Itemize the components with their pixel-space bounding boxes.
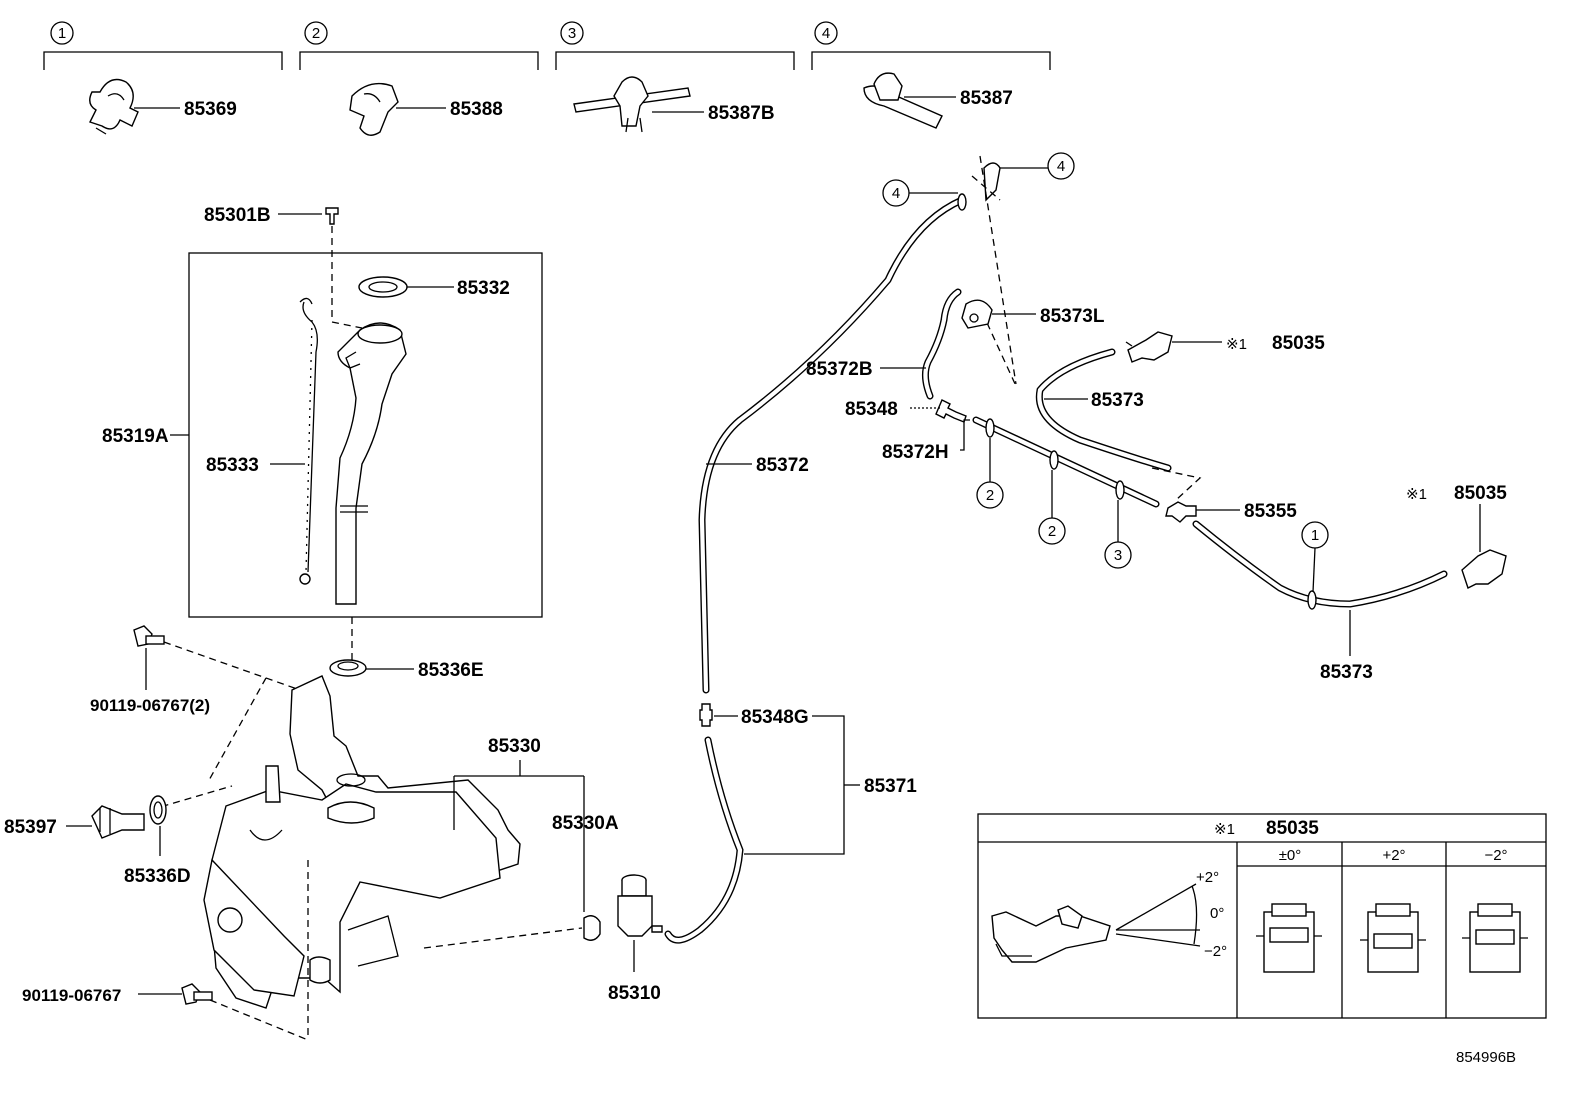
callout-2-a: 2 <box>986 487 994 504</box>
label-85372B: 85372B <box>806 359 873 380</box>
washer-tank-85330: 85330 <box>203 675 584 1009</box>
callout-3: 3 <box>1114 547 1122 564</box>
label-85319A: 85319A <box>102 426 169 447</box>
label-85355: 85355 <box>1244 501 1297 522</box>
bolt-90119-06767: 90119-06767 <box>22 860 309 1041</box>
nozzle-85035-top: ※1 85035 <box>1125 331 1325 363</box>
label-85373-bottom: 85373 <box>1320 662 1373 683</box>
clip-group-4-part: 85387 <box>960 88 1013 109</box>
nozzle-85035-right: ※1 85035 <box>1406 483 1507 589</box>
inset-header-plus2: +2° <box>1382 847 1405 864</box>
nozzle-front-0-icon <box>1256 903 1322 973</box>
label-85035-top: 85035 <box>1272 333 1325 354</box>
callout-4-right: 4 <box>1057 158 1065 175</box>
joint-85355: 85355 <box>1165 501 1297 523</box>
label-85310: 85310 <box>608 983 661 1004</box>
clip-callouts-4: 4 4 <box>882 152 1075 387</box>
label-85373L: 85373L <box>1040 306 1105 327</box>
label-85035-right: 85035 <box>1454 483 1507 504</box>
hose-85373-top: 85373 <box>1035 348 1202 501</box>
washer-pump-85310: 85310 <box>608 874 663 1004</box>
clip-group-3: 3 85387B <box>555 21 795 133</box>
hose-85372: 85372 <box>664 196 966 944</box>
inset-header-minus2: −2° <box>1484 847 1507 864</box>
nozzle-angle-inset: ※1 85035 ±0° +2° −2° +2° 0° −2° <box>977 813 1547 1019</box>
clip-85387B-icon <box>573 76 691 133</box>
callout-1: 1 <box>1311 527 1319 544</box>
inset-title-mark: ※1 <box>1214 821 1235 838</box>
grommet-85330A: 85330A <box>423 776 619 949</box>
joint-85348G: 85348G 85371 <box>699 703 917 855</box>
hose-85372B: 85372B <box>806 288 962 400</box>
label-85397: 85397 <box>4 817 57 838</box>
nozzle-front-minus2-icon <box>1462 903 1528 973</box>
clip-group-2-part: 85388 <box>450 99 503 120</box>
inset-header-0: ±0° <box>1279 847 1302 864</box>
clip-group-2: 2 85388 <box>299 21 539 136</box>
clip-85387-icon <box>863 72 943 129</box>
grommet-85336D: 85336D <box>124 795 191 887</box>
grommet-85336E: 85336E <box>329 659 484 681</box>
diagram-id: 854996B <box>1456 1049 1516 1066</box>
callout-2-b: 2 <box>1048 523 1056 540</box>
gasket-85332: 85332 <box>358 276 510 299</box>
clip-group-4-number: 4 <box>822 25 830 42</box>
rivet-85301B: 85301B <box>204 205 363 329</box>
label-85333: 85333 <box>206 455 259 476</box>
joint-85348: 85348 <box>845 399 967 423</box>
bolt-90119-06767-2: 90119-06767(2) <box>90 625 301 783</box>
inset-angle-0: 0° <box>1210 905 1224 922</box>
label-85372H: 85372H <box>882 442 949 463</box>
nozzle-side-view-icon <box>991 883 1201 963</box>
clip-group-3-number: 3 <box>568 25 576 42</box>
label-90119-06767-2: 90119-06767(2) <box>90 696 210 715</box>
label-85330: 85330 <box>488 736 541 757</box>
clip-group-3-part: 85387B <box>708 103 775 124</box>
clip-group-4: 4 85387 <box>811 21 1051 129</box>
clip-group-2-number: 2 <box>312 25 320 42</box>
ref-mark-right: ※1 <box>1406 486 1427 503</box>
inset-angle-plus2: +2° <box>1196 869 1219 886</box>
clip-group-1-number: 1 <box>58 25 66 42</box>
nozzle-holder-85373L: 85373L <box>961 299 1105 329</box>
hose-85373-bottom: 1 85373 <box>1192 520 1448 683</box>
level-gauge-85333: 85333 <box>206 297 318 585</box>
label-85373-top: 85373 <box>1091 390 1144 411</box>
label-85336D: 85336D <box>124 866 191 887</box>
ref-mark-top: ※1 <box>1226 336 1247 353</box>
label-85332: 85332 <box>457 278 510 299</box>
label-85336E: 85336E <box>418 660 484 681</box>
label-85371: 85371 <box>864 776 917 797</box>
label-85330A: 85330A <box>552 813 619 834</box>
label-85348: 85348 <box>845 399 898 420</box>
clip-group-1-part: 85369 <box>184 99 237 120</box>
clip-85388-icon <box>349 82 399 136</box>
hose-85372H: 85372H 2 2 3 <box>882 416 1160 569</box>
label-85372: 85372 <box>756 455 809 476</box>
label-85301B: 85301B <box>204 205 271 226</box>
nozzle-front-plus2-icon <box>1360 903 1426 973</box>
label-90119-06767: 90119-06767 <box>22 986 121 1005</box>
callout-4-left: 4 <box>892 185 900 202</box>
inset-angle-minus2: −2° <box>1204 943 1227 960</box>
level-sensor-85397: 85397 <box>4 785 233 839</box>
label-85348G: 85348G <box>741 707 809 728</box>
clip-85369-icon <box>89 78 139 135</box>
inset-title-part: 85035 <box>1266 818 1319 839</box>
filler-neck-85319A: 85319A <box>102 322 407 605</box>
clip-group-1: 1 85369 <box>43 21 283 135</box>
